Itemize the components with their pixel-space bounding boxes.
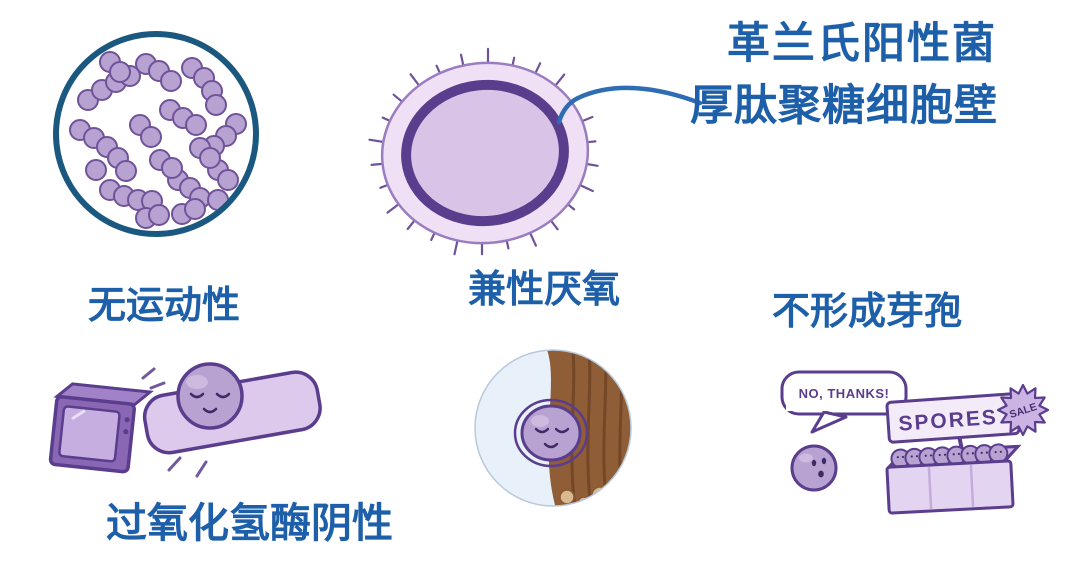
television xyxy=(48,382,154,474)
facultative-anaerobe-scene xyxy=(472,347,634,514)
cocci-illustration xyxy=(53,31,259,237)
tv-knob xyxy=(123,429,129,435)
air-wood-illustration xyxy=(474,349,632,507)
sale-starburst xyxy=(996,383,1050,437)
bacterium-highlight xyxy=(531,415,549,427)
environment-circle-border xyxy=(474,349,632,507)
wood-pebbles xyxy=(559,486,631,506)
no-spores-scene: NO, THANKS! SPORES SALE xyxy=(762,352,1062,532)
relaxing-bacterium xyxy=(176,362,244,430)
bacterium-body xyxy=(176,362,244,430)
bacterium-highlight xyxy=(799,453,813,463)
gram-positive-cell xyxy=(355,38,625,278)
crate-front xyxy=(885,459,1015,515)
spore-crate xyxy=(885,443,1022,515)
bacterium-body xyxy=(520,404,582,462)
bacterium-halo xyxy=(513,398,589,468)
bacterium-face xyxy=(189,392,231,414)
speech-bubble-tail xyxy=(810,410,848,434)
label-non-motile: 无运动性 xyxy=(88,285,241,327)
refusing-bacterium xyxy=(790,444,838,492)
microscope-view xyxy=(50,28,262,245)
label-peptidoglycan-wall: 厚肽聚糖细胞壁 xyxy=(690,82,998,130)
wood-half xyxy=(546,350,631,506)
peptidoglycan-wall-ring xyxy=(401,79,569,227)
tv-knob xyxy=(124,417,130,423)
tv-screen xyxy=(58,405,121,463)
speech-bubble: NO, THANKS! xyxy=(780,370,908,434)
bacterium-face xyxy=(534,427,570,449)
spore-sale-illustration: NO, THANKS! SPORES SALE xyxy=(780,370,1050,515)
label-gram-positive: 革兰氏阳性菌 xyxy=(727,20,997,68)
label-no-spores: 不形成芽孢 xyxy=(772,291,963,333)
bacterium-face xyxy=(811,457,827,478)
cocci-chains xyxy=(69,51,247,229)
non-motile-scene xyxy=(25,338,335,518)
anaerobe-bacterium xyxy=(513,398,589,468)
sale-badge: SALE xyxy=(996,383,1050,437)
label-catalase-negative: 过氧化氢酶阴性 xyxy=(106,500,393,546)
motion-lines xyxy=(141,367,208,478)
tv-pillow-illustration xyxy=(48,362,322,478)
spores-sign: SPORES xyxy=(885,392,1021,466)
speech-text: NO, THANKS! xyxy=(799,386,890,401)
cell-diagram xyxy=(368,47,599,256)
label-facultative-anaerobe: 兼性厌氧 xyxy=(468,269,621,311)
bacterium-body xyxy=(790,444,838,492)
bacterium-highlight xyxy=(186,375,208,389)
